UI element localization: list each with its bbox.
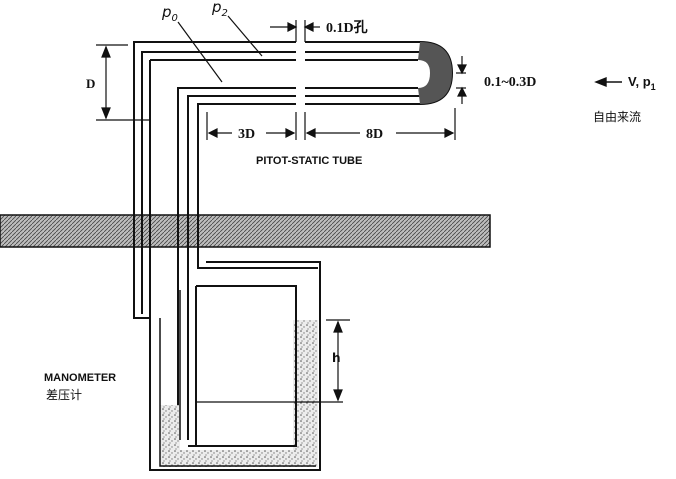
- outer-tube: [133, 41, 296, 319]
- tube-nose-upper: [418, 42, 452, 73]
- gap-dimension: [456, 56, 467, 104]
- tube-title: PITOT-STATIC TUBE: [256, 155, 362, 167]
- wall: [0, 214, 491, 248]
- dim-3d-label: 3D: [238, 127, 255, 142]
- d-dimension: [96, 44, 150, 121]
- hole-label: 0.1D孔: [326, 20, 368, 36]
- inner-tube: [177, 87, 318, 440]
- manometer-cn-label: 差压计: [46, 388, 82, 402]
- h-dimension: [196, 319, 350, 403]
- free-stream-label: 自由来流: [593, 110, 641, 124]
- p0-label: p0: [161, 3, 178, 24]
- length-dimension: [206, 108, 456, 140]
- flow-label: V, p1: [628, 74, 656, 92]
- dim-8d-label: 8D: [366, 127, 383, 142]
- hole-dimension: [270, 20, 320, 42]
- manometer-label: MANOMETER: [44, 372, 116, 384]
- gap-label: 0.1~0.3D: [484, 75, 536, 90]
- leader-lines: [177, 15, 263, 83]
- manometer: [149, 261, 321, 471]
- tube-nose-lower: [418, 73, 452, 104]
- h-label: h: [332, 351, 341, 365]
- d-label: D: [86, 76, 95, 91]
- p2-label: p2: [211, 0, 228, 19]
- flow-arrow: [594, 76, 622, 88]
